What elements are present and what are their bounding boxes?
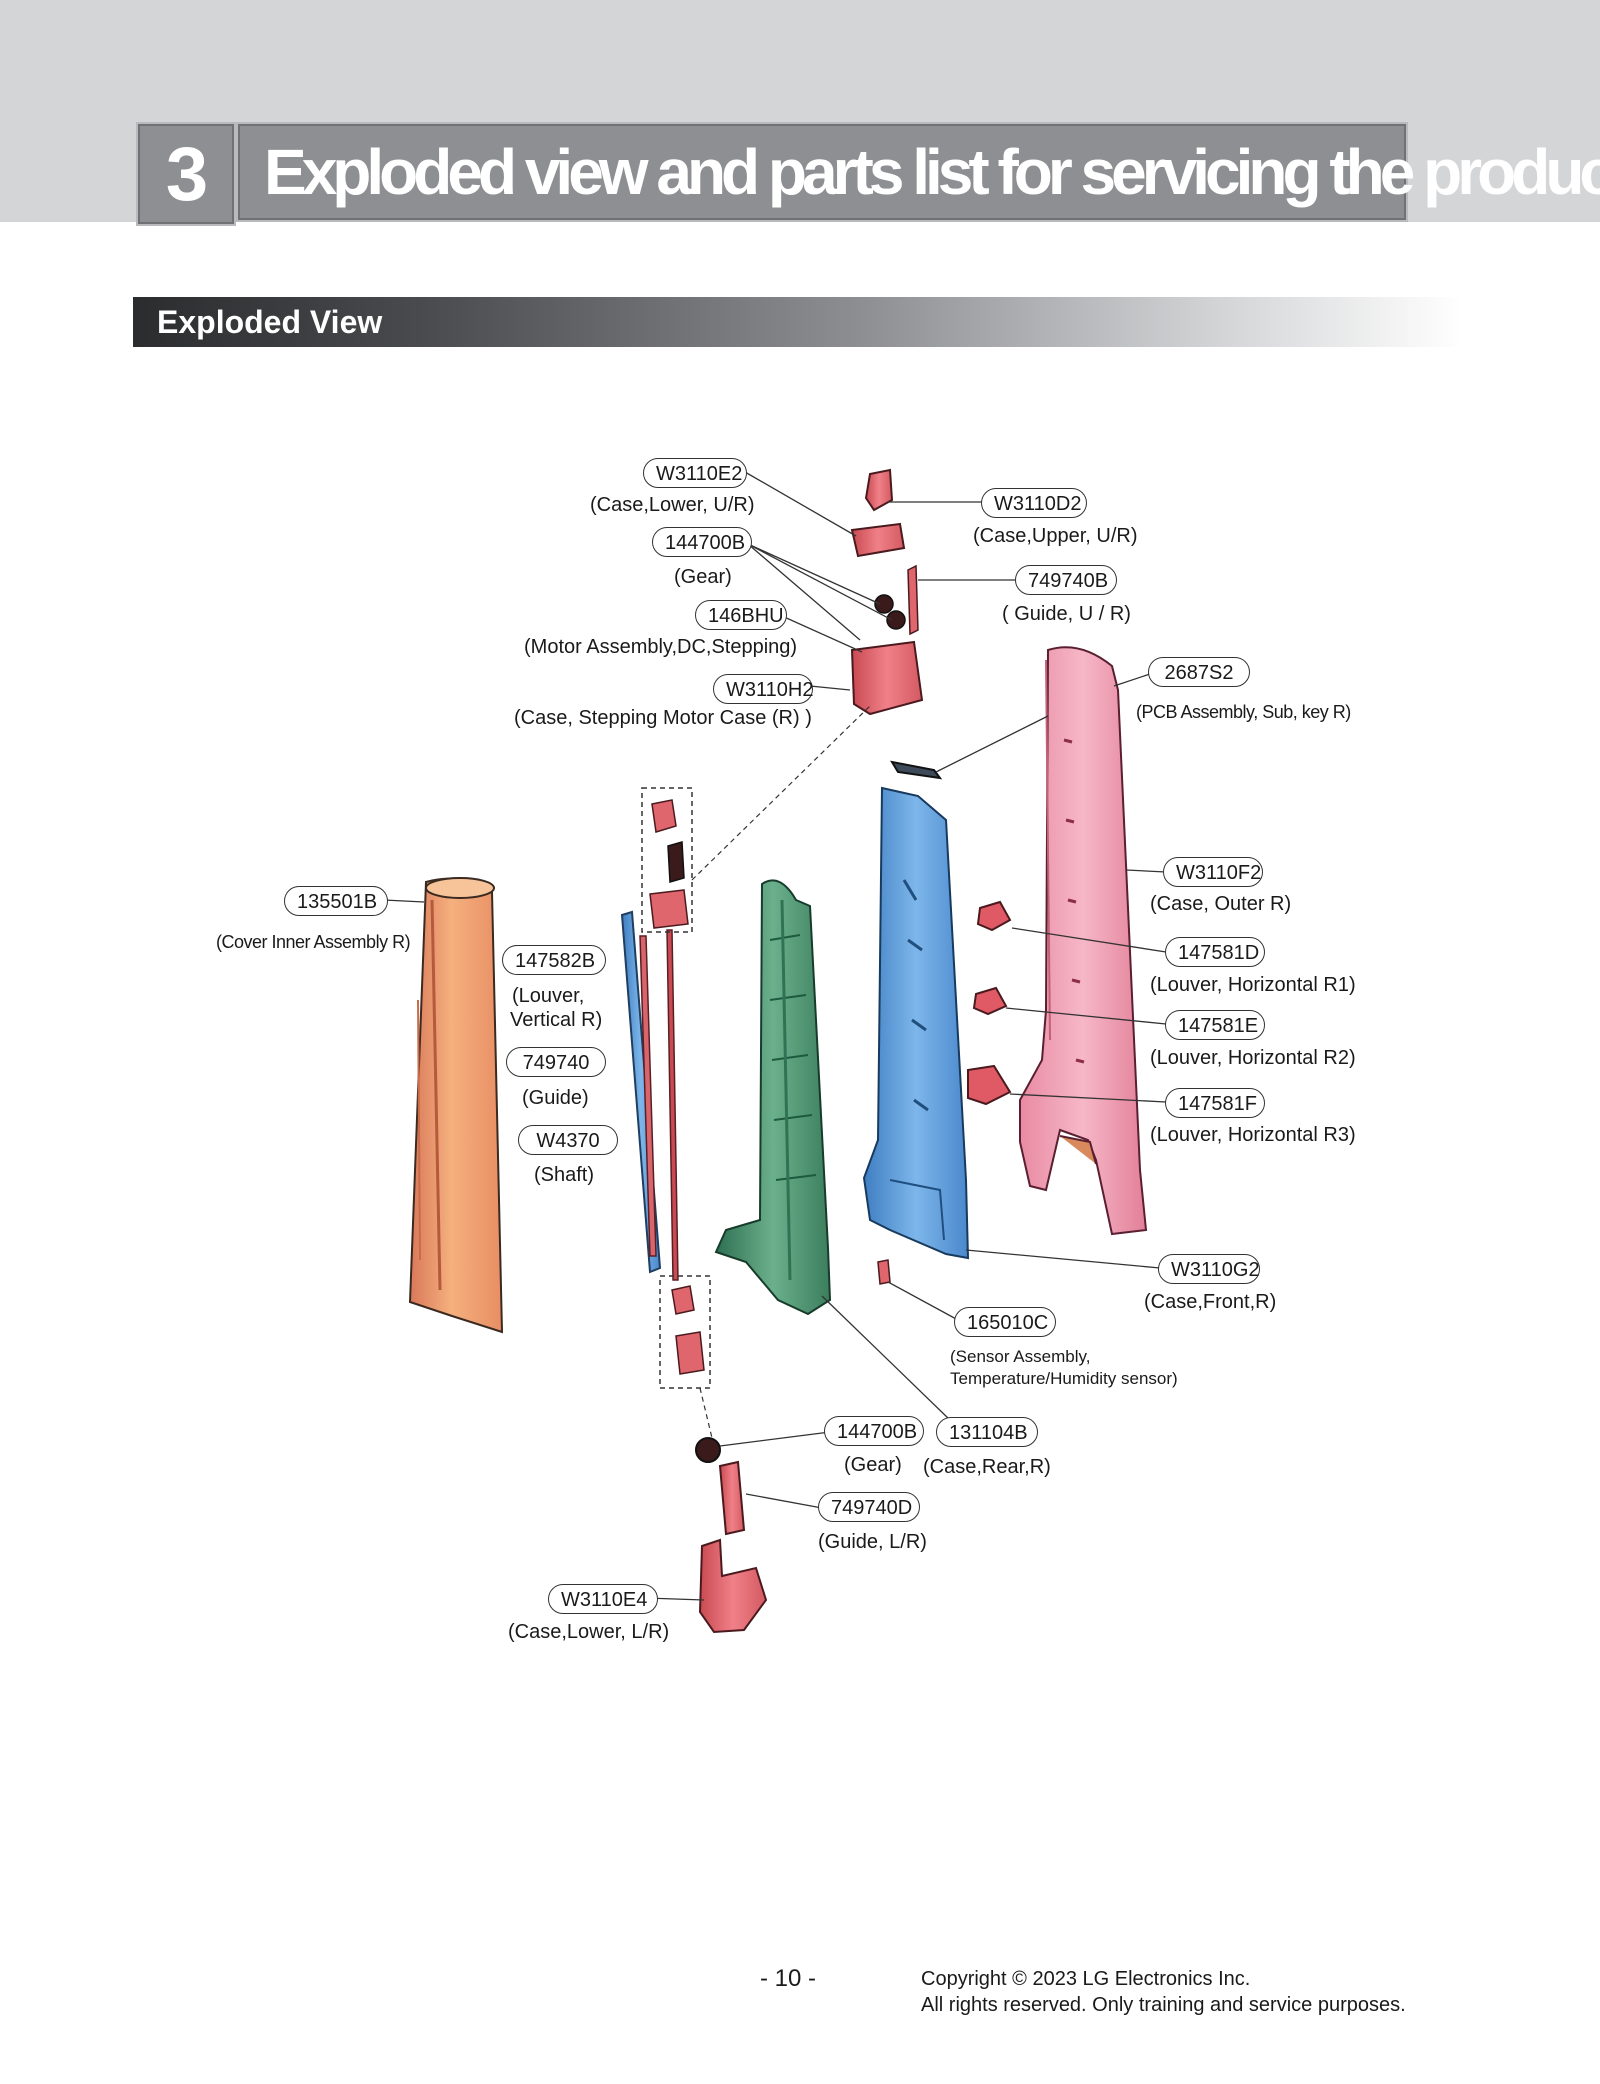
part-code-749740d: 749740D: [818, 1492, 920, 1522]
part-name-case-rear: (Case,Rear,R): [923, 1456, 1051, 1478]
subheader-bar: Exploded View: [133, 297, 1463, 347]
part-code-749740: 749740: [506, 1047, 606, 1077]
part-name-louver-horizontal-r1: (Louver, Horizontal R1): [1150, 974, 1356, 996]
part-code-w3110e2-upper: W3110E2: [643, 458, 747, 488]
part-name-case-front: (Case,Front,R): [1144, 1291, 1277, 1313]
case-rear-part: [714, 879, 832, 1316]
part-name-case-upper-ur: (Case,Upper, U/R): [973, 525, 1138, 547]
part-code-147582b: 147582B: [502, 945, 606, 975]
part-code-749740b: 749740B: [1015, 565, 1117, 595]
part-name-gear-lower: (Gear): [844, 1454, 902, 1476]
louver-horizontal-parts: [967, 900, 1012, 1106]
part-name-case-outer: (Case, Outer R): [1150, 893, 1292, 915]
part-code-w3110g2: W3110G2: [1158, 1254, 1260, 1284]
part-name-guide-lr: (Guide, L/R): [818, 1531, 927, 1553]
part-code-2687s2: 2687S2: [1148, 657, 1250, 687]
leader-lines: [383, 471, 1167, 1601]
part-code-147581d: 147581D: [1165, 937, 1265, 967]
copyright-line-2: All rights reserved. Only training and s…: [921, 1994, 1406, 2016]
part-name-louver-vertical-2: Vertical R): [510, 1009, 603, 1031]
case-front-part: [862, 786, 970, 1260]
cover-inner-assembly-part: [408, 877, 504, 1334]
part-code-147581f: 147581F: [1165, 1088, 1265, 1118]
part-code-w4370: W4370: [518, 1125, 618, 1155]
part-code-144700b-upper: 144700B: [652, 527, 752, 557]
upper-motor-stack-part: [850, 468, 924, 716]
part-name-guide: (Guide): [522, 1087, 589, 1109]
section-number: 3: [136, 122, 236, 226]
guide-shaft-part: [639, 929, 679, 1281]
part-code-165010c: 165010C: [954, 1307, 1056, 1337]
part-name-louver-vertical-1: (Louver,: [512, 985, 585, 1007]
part-name-case-lower-ur: (Case,Lower, U/R): [590, 494, 755, 516]
page-number: - 10 -: [760, 1965, 817, 1992]
case-outer-part: [1019, 646, 1148, 1236]
part-code-w3110e4: W3110E4: [548, 1584, 658, 1614]
part-code-w3110d2: W3110D2: [981, 488, 1087, 518]
part-name-stepping-motor-case: (Case, Stepping Motor Case (R) ): [514, 707, 812, 729]
part-code-131104b: 131104B: [936, 1417, 1038, 1447]
part-name-shaft: (Shaft): [534, 1164, 595, 1186]
part-code-w3110h2: W3110H2: [713, 674, 813, 704]
lower-motor-stack-part: [695, 1437, 768, 1634]
part-name-sensor-2: Temperature/Humidity sensor): [950, 1369, 1178, 1388]
part-name-motor-assembly: (Motor Assembly,DC,Stepping): [524, 636, 798, 658]
part-name-case-lower-lr: (Case,Lower, L/R): [508, 1621, 670, 1643]
part-name-louver-horizontal-r3: (Louver, Horizontal R3): [1150, 1124, 1356, 1146]
sensor-part: [877, 1259, 891, 1285]
section-title: Exploded view and parts list for servici…: [236, 122, 1600, 222]
part-name-pcb-assembly: (PCB Assembly, Sub, key R): [1136, 702, 1351, 722]
part-code-146bhu: 146BHU: [695, 600, 787, 630]
part-name-sensor-1: (Sensor Assembly,: [950, 1347, 1091, 1366]
part-code-135501b: 135501B: [284, 886, 388, 916]
part-name-gear-upper: (Gear): [674, 566, 732, 588]
part-name-guide-ur: ( Guide, U / R): [1002, 603, 1131, 625]
part-code-w3110f2: W3110F2: [1163, 857, 1263, 887]
mid-assembly-part: [641, 703, 873, 933]
part-name-louver-horizontal-r2: (Louver, Horizontal R2): [1150, 1047, 1356, 1069]
part-code-144700b-lower: 144700B: [824, 1416, 924, 1446]
copyright-line-1: Copyright © 2023 LG Electronics Inc.: [921, 1968, 1251, 1990]
pcb-assembly-part: [889, 760, 943, 780]
part-name-cover-inner: (Cover Inner Assembly R): [216, 932, 411, 952]
subheader-title: Exploded View: [157, 304, 383, 340]
lower-mid-assembly-part: [659, 1275, 713, 1439]
copyright: Copyright © 2023 LG Electronics Inc. All…: [921, 1966, 1406, 2018]
part-code-147581e: 147581E: [1165, 1010, 1265, 1040]
